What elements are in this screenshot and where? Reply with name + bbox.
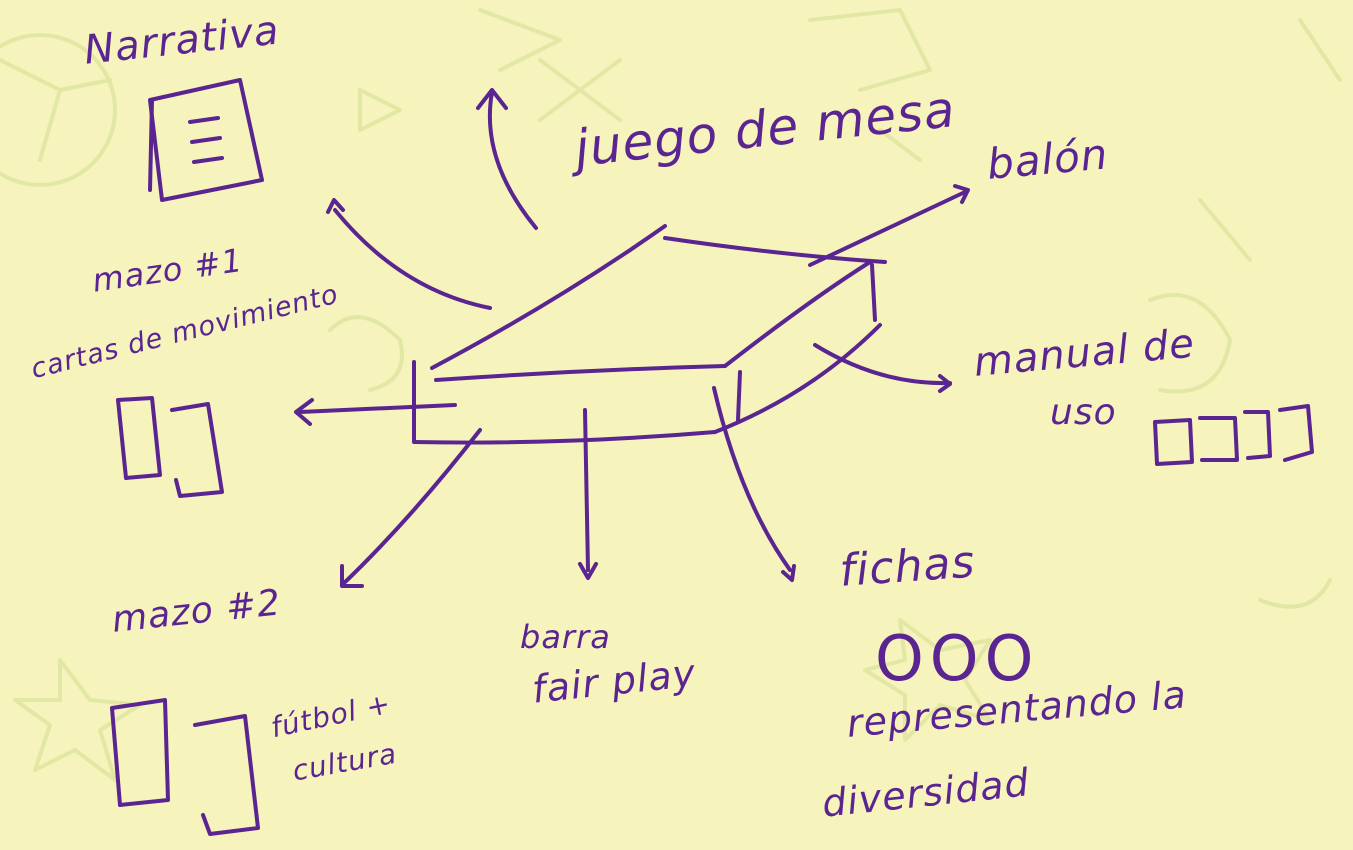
fichas-tokens: OOO [875, 622, 1039, 695]
barra-line1: barra [520, 618, 611, 656]
board-game-box-icon [414, 226, 885, 443]
fichas-label: fichas [838, 537, 977, 597]
document-icon [150, 80, 262, 200]
manual-line2: uso [1050, 392, 1117, 433]
cards-icon [112, 700, 258, 834]
folded-manual-icon [1155, 406, 1312, 464]
cards-icon [118, 398, 222, 496]
